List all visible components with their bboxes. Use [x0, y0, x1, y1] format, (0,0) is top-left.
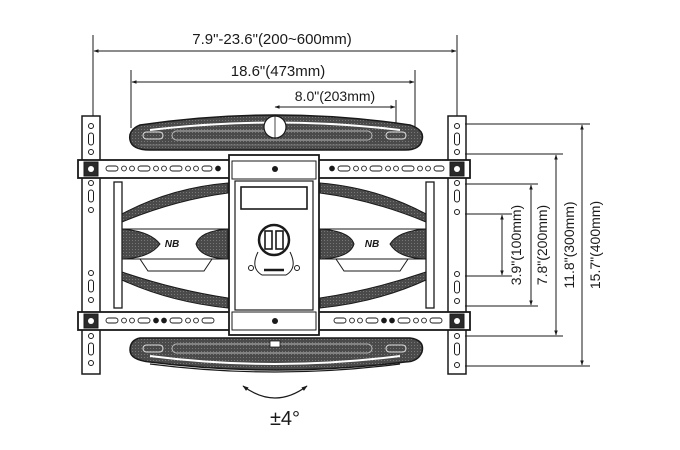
arm-width-label: 18.6"(473mm)	[231, 63, 326, 80]
rail-span-label: 7.9"-23.6"(200~600mm)	[192, 31, 352, 48]
tilt-indicator: ±4°	[242, 385, 308, 430]
dimension-vesa-400: 15.7"(400mm)	[580, 124, 603, 366]
vesa-200-label: 7.8"(200mm)	[534, 205, 550, 285]
left-side-arms: NB	[113, 181, 229, 309]
dimension-arm-width: 18.6"(473mm)	[130, 63, 416, 128]
vesa-100-label: 3.9"(100mm)	[508, 205, 524, 285]
half-span-label: 8.0"(203mm)	[295, 88, 375, 104]
lower-arm	[129, 337, 424, 373]
tilt-label: ±4°	[270, 408, 300, 430]
dimension-rail-span: 7.9"-23.6"(200~600mm)	[92, 31, 458, 118]
right-side-arms: NB	[319, 181, 435, 309]
left-vertical-rail	[81, 115, 101, 375]
dimension-vesa-200: 7.8"(200mm)	[529, 184, 550, 306]
upper-arm	[128, 114, 424, 151]
center-wall-plate	[228, 154, 320, 336]
dimension-vesa-100: 3.9"(100mm)	[500, 205, 524, 285]
logo-right: NB	[365, 239, 379, 250]
right-vertical-rail	[447, 115, 467, 375]
dimension-vesa-300: 11.8"(300mm)	[554, 154, 577, 336]
rotate-arrow-icon	[242, 385, 308, 399]
vertical-dimension-ext-lines	[465, 123, 590, 367]
vesa-400-label: 15.7"(400mm)	[587, 201, 603, 289]
logo-left: NB	[165, 239, 179, 250]
vesa-300-label: 11.8"(300mm)	[561, 201, 577, 288]
